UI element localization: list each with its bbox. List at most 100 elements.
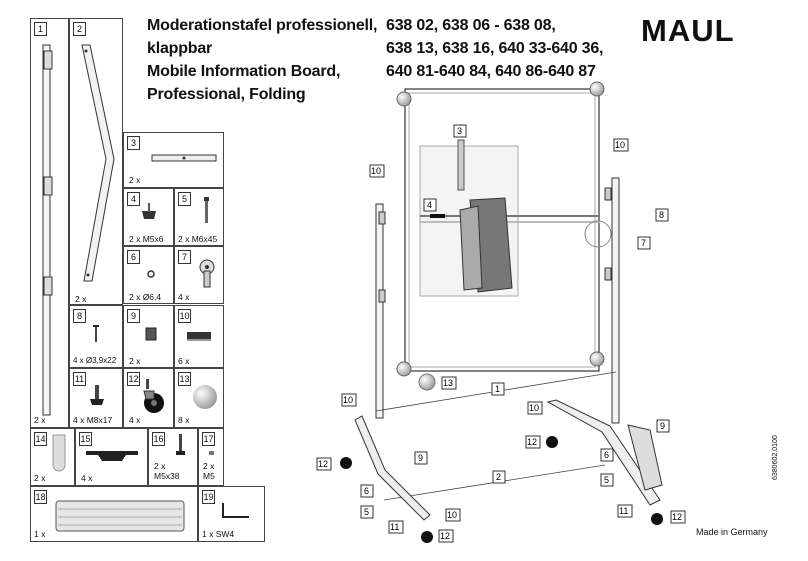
svg-text:11: 11	[390, 522, 399, 532]
part-number: 8	[73, 309, 86, 323]
svg-text:12: 12	[440, 531, 450, 541]
callout-8: 8	[655, 208, 669, 222]
part-number: 14	[34, 432, 47, 446]
end-cap-icon	[145, 327, 157, 341]
svg-text:9: 9	[660, 421, 665, 431]
part-quantity: 4 x	[129, 415, 141, 425]
title-line: Professional, Folding	[147, 86, 306, 103]
upright-post-drawing	[42, 44, 53, 416]
part-quantity: 2 x M5x6	[129, 234, 164, 244]
part-cell-14: 14 2 x	[30, 428, 75, 486]
part-quantity: 4 x M8x17	[73, 415, 113, 425]
svg-text:10: 10	[447, 510, 457, 520]
part-number: 11	[73, 372, 86, 386]
callout-3: 3	[453, 124, 467, 138]
part-cell-4: 4 2 x M5x6	[123, 188, 174, 246]
callout-7: 7	[637, 236, 651, 250]
svg-text:6: 6	[364, 486, 369, 496]
part-number: 19	[202, 490, 215, 504]
part-quantity: 2 x	[34, 473, 46, 483]
part-cell-7: 7 4 x	[174, 246, 224, 304]
callout-13: 13	[441, 376, 457, 390]
part-cell-13: 13 8 x	[174, 368, 224, 428]
callout-9: 9	[414, 451, 428, 465]
callout-12: 12	[525, 435, 541, 449]
callout-12: 12	[316, 457, 332, 471]
svg-text:12: 12	[527, 437, 537, 447]
part-cell-19: 19 1 x SW4	[198, 486, 265, 542]
caster-wheel-icon	[143, 379, 164, 413]
callout-2: 2	[492, 470, 506, 484]
part-number: 9	[127, 309, 140, 323]
callout-12: 12	[438, 529, 454, 543]
board-frame	[396, 81, 605, 377]
detail-panel	[419, 139, 600, 297]
callout-1: 1	[491, 382, 505, 396]
part-number: 18	[34, 490, 47, 504]
part-cell-8: 8 4 x Ø3,9x22	[69, 305, 123, 368]
callout-labels: 3 4 10 10 8 7 13 1 10 10 9 12 12 9 6 2 5…	[316, 124, 686, 543]
part-cell-2: 2 2 x	[69, 18, 123, 305]
svg-text:4: 4	[427, 200, 432, 210]
connector-tube-drawing	[151, 154, 217, 162]
part-quantity-size: M5x38	[154, 471, 180, 481]
holder-bracket-icon	[86, 451, 138, 461]
part-quantity: 2 x Ø6,4	[129, 292, 162, 302]
screw-icon	[93, 325, 99, 342]
svg-text:5: 5	[364, 507, 369, 517]
clamp-icon	[199, 259, 215, 288]
code-line: 638 13, 638 16, 640 33-640 36,	[386, 40, 604, 57]
svg-text:2: 2	[496, 472, 501, 482]
code-line: 640 81-640 84, 640 86-640 87	[386, 63, 596, 80]
part-quantity: 2 x	[154, 461, 166, 471]
part-quantity: 6 x	[178, 356, 190, 366]
part-quantity: 4 x	[81, 473, 93, 483]
title-line: Moderationstafel professionell,	[147, 17, 378, 34]
part-number: 17	[202, 432, 215, 446]
part-cell-5: 5 2 x M6x45	[174, 188, 224, 246]
svg-text:13: 13	[443, 378, 453, 388]
part-number: 2	[73, 22, 86, 36]
part-number: 4	[127, 192, 140, 206]
knob-screw-icon	[142, 203, 156, 219]
callout-10: 10	[369, 164, 385, 178]
part-number: 5	[178, 192, 191, 206]
part-cell-6: 6 2 x Ø6,4	[123, 246, 174, 304]
part-number: 6	[127, 250, 140, 264]
title-line: Mobile Information Board,	[147, 63, 341, 80]
part-cell-1: 1 2 x	[30, 18, 69, 428]
part-quantity: 2 x	[75, 294, 87, 304]
part-number: 13	[178, 372, 191, 386]
svg-text:11: 11	[619, 506, 628, 516]
part-quantity: 1 x	[34, 529, 46, 539]
part-quantity: 2 x	[203, 461, 215, 471]
callout-5: 5	[360, 505, 374, 519]
brand-logo: MAUL	[641, 13, 735, 48]
part-quantity: 4 x	[178, 292, 190, 302]
svg-text:10: 10	[615, 140, 625, 150]
part-number: 3	[127, 136, 140, 150]
callout-10: 10	[613, 138, 629, 152]
ball-icon	[193, 385, 217, 409]
svg-text:6: 6	[604, 450, 609, 460]
feet	[340, 373, 663, 543]
svg-text:10: 10	[343, 395, 353, 405]
part-number: 16	[152, 432, 165, 446]
part-quantity: 2 x	[129, 356, 141, 366]
title-line: klappbar	[147, 40, 213, 57]
part-cell-10: 10 6 x	[174, 305, 224, 368]
article-numbers: 638 02, 638 06 - 638 08, 638 13, 638 16,…	[386, 14, 604, 83]
part-quantity: 2 x	[129, 175, 141, 185]
part-number: 12	[127, 372, 140, 386]
foot-arm-drawing	[81, 44, 115, 282]
part-cell-17: 17 2 x M5	[198, 428, 224, 486]
callout-9: 9	[656, 419, 670, 433]
svg-text:12: 12	[672, 512, 682, 522]
callout-5: 5	[600, 473, 614, 487]
posts	[375, 177, 620, 501]
part-cell-9: 9 2 x	[123, 305, 174, 368]
code-line: 638 02, 638 06 - 638 08,	[386, 17, 556, 34]
part-quantity: 2 x	[34, 415, 46, 425]
